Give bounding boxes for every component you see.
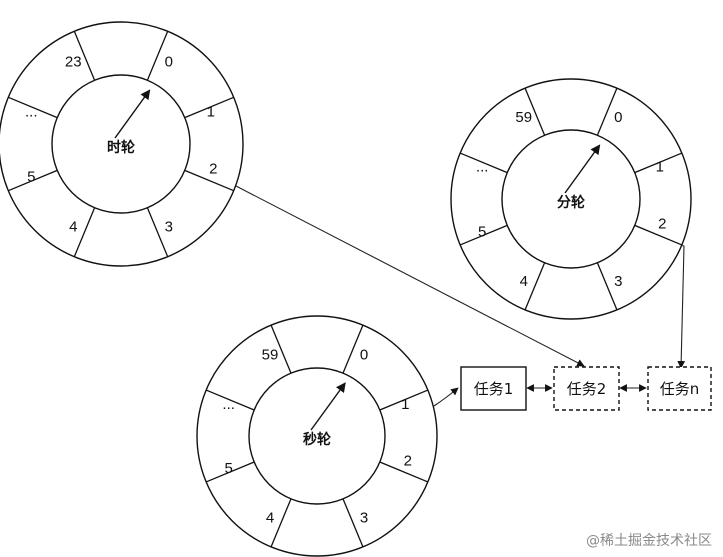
- hour-wheel-spoke: [184, 169, 234, 192]
- credit-text: @稀土掘金技术社区: [586, 533, 712, 549]
- minute-wheel-slot-label: 0: [614, 109, 622, 126]
- hour-wheel-spoke: [184, 96, 234, 119]
- task-n: 任务n: [647, 366, 712, 411]
- second-wheel-pointer: [310, 382, 346, 431]
- minute-wheel-pointer: [564, 144, 601, 194]
- task-2-label: 任务2: [567, 380, 607, 398]
- second-wheel-spoke: [205, 461, 255, 483]
- minute-wheel-spoke: [634, 224, 683, 246]
- second-wheel-slot-label: 1: [401, 396, 409, 413]
- minute-wheel-slot-label: 4: [520, 273, 528, 290]
- minute-wheel-to-taskn-arrow: [675, 243, 686, 369]
- second-wheel-spoke: [205, 389, 255, 411]
- second-wheel-to-task1-arrow: [433, 387, 459, 407]
- hour-wheel-slot-label: 1: [207, 103, 215, 120]
- minute-wheel: 59 0 1 2 3 4 5... 分轮: [450, 78, 692, 320]
- second-wheel-center-label: 秒轮: [303, 431, 331, 448]
- hour-wheel-spoke: [146, 207, 169, 257]
- second-wheel-inner-ring: [248, 367, 386, 505]
- hour-wheel-center-label: 时轮: [107, 139, 135, 156]
- minute-wheel-spoke: [596, 87, 618, 136]
- hour-wheel-slot-label: 23: [65, 53, 82, 70]
- second-wheel-slot-label: ...: [222, 396, 235, 413]
- hour-wheel-spoke: [8, 96, 58, 119]
- hour-wheel-slot-label: 4: [69, 219, 77, 236]
- second-wheel: 59 0 1 2 3 4 5... 秒轮: [196, 315, 438, 557]
- task-1-label: 任务1: [474, 380, 514, 398]
- minute-wheel-center-label: 分轮: [557, 194, 585, 211]
- hour-wheel-inner-ring: [51, 74, 191, 214]
- second-wheel-slot-label: 59: [262, 347, 279, 364]
- task-2: 任务2: [553, 366, 620, 411]
- second-wheel-spoke: [342, 324, 364, 374]
- second-wheel-spoke: [270, 324, 292, 374]
- second-wheel-spoke: [379, 389, 429, 411]
- hour-wheel-slot-label: 2: [209, 161, 217, 178]
- minute-wheel-slot-label: 59: [515, 109, 532, 126]
- minute-wheel-slot-label: 5: [478, 223, 486, 240]
- second-wheel-spoke: [342, 498, 364, 548]
- minute-wheel-spoke: [634, 152, 683, 174]
- hour-wheel-spoke: [8, 169, 58, 192]
- hour-wheel-spoke: [73, 207, 96, 257]
- minute-wheel-spoke: [524, 262, 546, 311]
- task-n-label: 任务n: [660, 380, 700, 398]
- hour-wheel-slot-label: 3: [165, 219, 173, 236]
- minute-wheel-slot-label: 3: [614, 273, 622, 290]
- hour-wheel-slot-label: ...: [25, 103, 38, 120]
- second-wheel-slot-label: 0: [360, 347, 368, 364]
- hour-wheel-to-task2-arrow: [235, 185, 585, 367]
- second-wheel-slot-label: 2: [404, 452, 412, 469]
- hour-wheel-slot-label: 5: [27, 169, 35, 186]
- second-wheel-slot-label: 4: [266, 509, 274, 526]
- minute-wheel-slot-label: 2: [658, 215, 666, 232]
- hour-wheel-pointer: [114, 89, 151, 139]
- second-wheel-slot-label: 3: [360, 509, 368, 526]
- hour-wheel-spoke: [73, 31, 96, 81]
- second-wheel-spoke: [379, 461, 429, 483]
- minute-wheel-slot-label: 1: [656, 159, 664, 176]
- minute-wheel-spoke: [596, 262, 618, 311]
- minute-wheel-spoke: [524, 87, 546, 136]
- minute-wheel-slot-label: ...: [476, 159, 489, 176]
- second-wheel-spoke: [270, 498, 292, 548]
- second-wheel-slot-label: 5: [224, 460, 232, 477]
- minute-wheel-spoke: [459, 152, 508, 174]
- task-1: 任务1: [460, 366, 527, 411]
- hour-wheel-slot-label: 0: [165, 53, 173, 70]
- minute-wheel-inner-ring: [501, 129, 641, 269]
- minute-wheel-spoke: [459, 224, 508, 246]
- hour-wheel-spoke: [146, 31, 169, 81]
